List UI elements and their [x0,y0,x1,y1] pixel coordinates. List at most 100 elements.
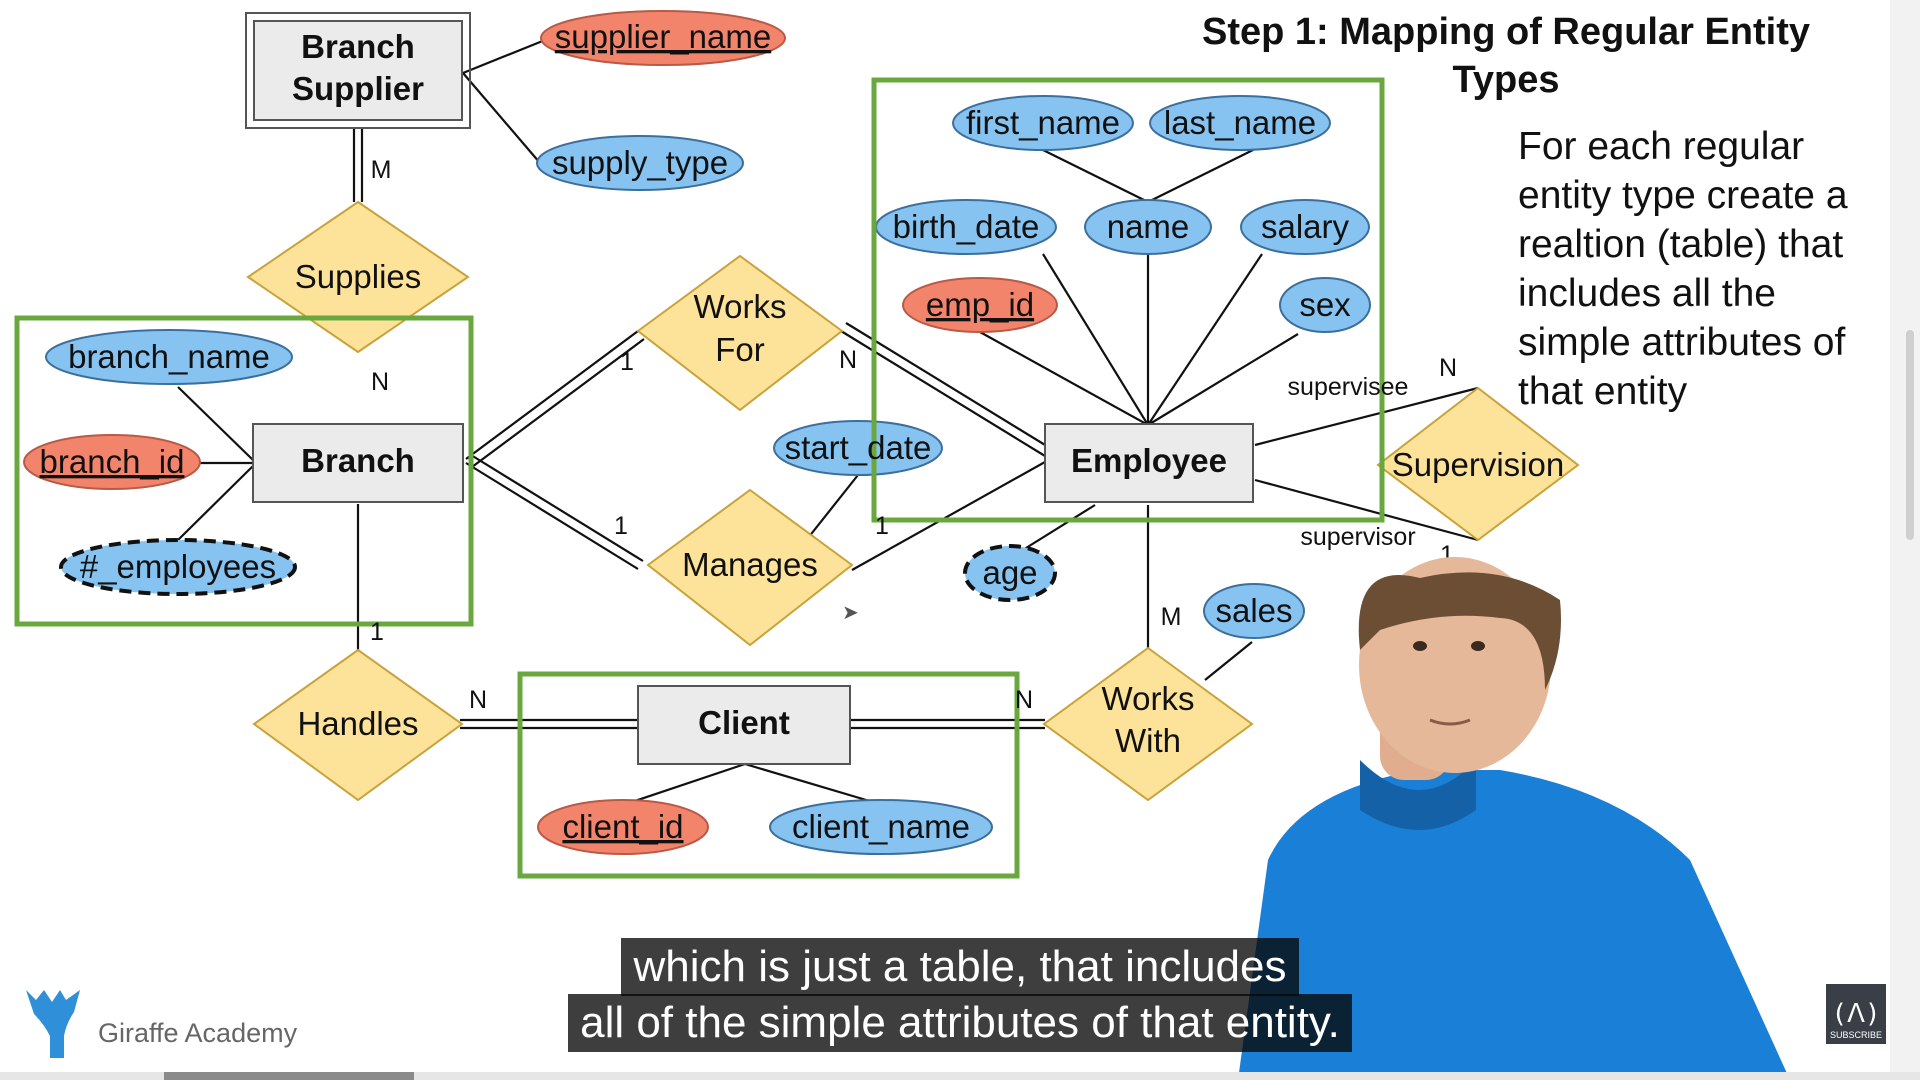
supervision-label: Supervision [1392,446,1564,483]
card-works-for-1: 1 [620,348,634,376]
double-lines [352,128,1051,730]
attribute-supply-type [536,135,744,191]
video-progress-fill [164,1072,414,1080]
card-works-with-m: M [1161,603,1182,631]
first-name-label: first_name [966,104,1120,141]
highlight-boxes [14,77,1385,879]
highlight-employee [871,77,1385,523]
subscribe-button[interactable]: (ᐱ) SUBSCRIBE [1826,984,1886,1044]
relationship-supervision [1376,386,1580,542]
subscribe-label: SUBSCRIBE [1829,1030,1882,1040]
sex-label: sex [1299,286,1351,323]
attribute-salary [1240,199,1370,255]
branch-supplier-label-1: Branch [301,28,415,65]
presenter-hair [1358,572,1561,690]
card-works-for-n: N [839,346,857,374]
entity-employee [1044,423,1254,503]
branch-supplier-label-2: Supplier [292,70,424,107]
attribute-sales [1203,583,1305,639]
client-id-label: client_id [562,808,683,845]
employee-label: Employee [1071,442,1227,479]
start-date-label: start_date [785,429,932,466]
attribute-start-date [773,420,943,476]
works-for-label-2: For [715,331,765,368]
relationship-labels: Supplies Works For Manages Supervision H… [295,258,1565,759]
relationship-works-with [1042,646,1254,802]
branch-name-label: branch_name [68,338,270,375]
works-for-label-1: Works [694,288,787,325]
relationship-works-for [636,254,844,412]
entity-client [637,685,851,765]
caption-text-2: all of the simple attributes of that ent… [568,994,1352,1052]
entity-branch [252,423,464,503]
slide-description: For each regular entity type create a re… [1518,125,1848,413]
emp-id-label: emp_id [926,286,1034,323]
branch-id-label: branch_id [40,443,185,480]
presenter-shirt [1238,770,1790,1080]
attribute-name [1084,199,1212,255]
attribute-last-name [1149,95,1331,151]
attribute-age [963,544,1057,602]
birth-date-label: birth_date [893,208,1040,245]
attribute-emp-id [902,277,1058,333]
caption-line-1: which is just a table, that includes [0,938,1920,996]
card-supervision-n: N [1439,354,1457,382]
card-works-with-n: N [1015,686,1033,714]
giraffe-academy-logo: Giraffe Academy [22,984,297,1060]
supplier-name-label: supplier_name [555,18,771,55]
relationship-manages [646,488,854,647]
num-employees-label: #_employees [80,548,276,585]
attributes [23,10,1371,855]
attribute-client-id [537,799,709,855]
giraffe-icon [26,990,80,1058]
handles-label: Handles [297,705,418,742]
salary-label: salary [1261,208,1350,245]
attribute-labels: supplier_name supply_type first_name las… [40,18,1352,845]
last-name-label: last_name [1164,104,1316,141]
presenter-webcam [1238,557,1790,1080]
highlight-client [517,671,1020,879]
attribute-branch-name [45,329,293,385]
age-label: age [982,554,1037,591]
logo-text: Giraffe Academy [98,1017,298,1048]
role-labels: supervisee supervisor [1288,373,1416,551]
attribute-branch-id [23,434,201,490]
connector-lines [177,36,1479,807]
name-label: name [1107,208,1190,245]
cardinality-labels: M N 1 N 1 1 N 1 1 N M N [370,156,1457,714]
caption-text-1: which is just a table, that includes [621,938,1299,996]
caption-line-2: all of the simple attributes of that ent… [0,994,1920,1052]
works-with-label-2: With [1115,722,1181,759]
attribute-first-name [952,95,1134,151]
sales-label: sales [1215,592,1292,629]
attribute-sex [1279,277,1371,333]
scrollbar-thumb[interactable] [1906,330,1914,540]
manages-label: Manages [682,546,818,583]
works-with-label-1: Works [1102,680,1195,717]
client-label: Client [698,704,790,741]
supply-type-label: supply_type [552,144,728,181]
card-manages-1-employee: 1 [875,512,889,540]
supplies-label: Supplies [295,258,422,295]
branch-label: Branch [301,442,415,479]
relationships [246,200,1580,802]
relationship-supplies [246,200,470,354]
role-supervisee: supervisee [1288,373,1409,401]
entity-branch-supplier [253,20,463,121]
card-manages-1-branch: 1 [614,512,628,540]
slide-title: Step 1: Mapping of Regular Entity Types [1201,11,1811,101]
card-supplies-m: M [371,156,392,184]
video-progress-bar[interactable] [0,1072,1920,1080]
attribute-num-employees [59,538,297,596]
attribute-client-name [769,799,993,855]
scrollbar-track[interactable] [1890,0,1920,1080]
card-supplies-n: N [371,368,389,396]
mouse-cursor-icon: ➤ [842,602,859,624]
client-name-label: client_name [792,808,970,845]
card-handles-n: N [469,686,487,714]
relationship-handles [252,648,464,802]
card-handles-1: 1 [370,618,384,646]
freecodecamp-icon: (ᐱ) [1831,999,1881,1029]
attribute-supplier-name [540,10,786,66]
